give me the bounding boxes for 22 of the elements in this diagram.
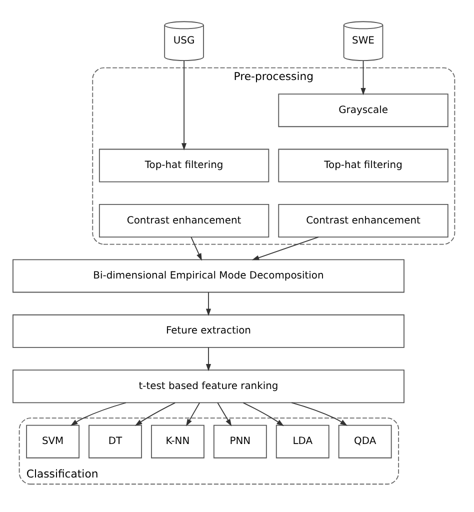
node-box: t-test based feature ranking	[12, 369, 404, 403]
node-box: PNN	[213, 424, 267, 458]
arrow	[360, 60, 366, 95]
node-box: SVM	[26, 424, 80, 458]
node-box: K-NN	[151, 424, 204, 458]
node-box: QDA	[338, 424, 392, 458]
node-box: Grayscale	[278, 93, 448, 127]
arrow	[190, 236, 202, 260]
node-box: Top-hat filtering	[278, 148, 448, 182]
arrow	[182, 60, 187, 150]
node-box: Feture extraction	[12, 314, 404, 348]
node-box: LDA	[276, 424, 330, 458]
node-box: Contrast enhancement	[98, 204, 270, 237]
node-box: Top-hat filtering	[98, 148, 270, 182]
node-box: DT	[88, 424, 142, 458]
node-box: Bi-dimensional Empirical Mode Decomposition	[12, 258, 404, 292]
arrow	[134, 402, 176, 426]
arrow	[217, 402, 232, 426]
arrow	[186, 402, 200, 426]
arrow	[206, 346, 212, 371]
arrow	[206, 291, 212, 316]
node-box: Contrast enhancement	[278, 204, 448, 237]
